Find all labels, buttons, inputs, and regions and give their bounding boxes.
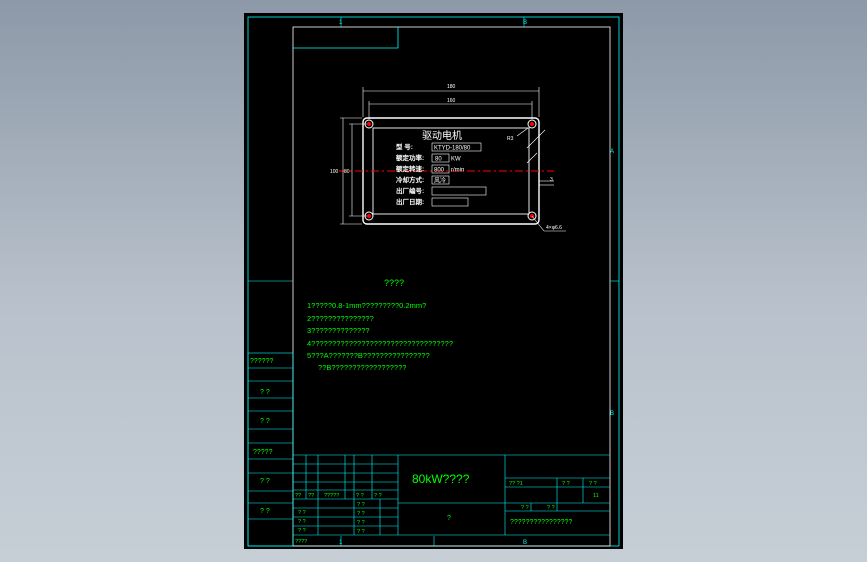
plate-row-value-3: 800 <box>434 168 445 174</box>
drawing-sheet: 1 B A B 1 B ?????? ? ? ? ? ????? ? ? ? ? <box>247 16 620 547</box>
plate-value-box-6 <box>431 197 469 207</box>
dim-inner-width: 160 <box>447 98 456 104</box>
signature-label: ? ? <box>357 511 365 517</box>
revision-cell: ?? <box>308 493 314 499</box>
top-left-tab <box>293 27 399 49</box>
cad-viewport[interactable]: 1 B A B 1 B ?????? ? ? ? ? ????? ? ? ? ? <box>244 13 623 549</box>
plate-row-label-1: 型 号: <box>396 142 413 151</box>
plate-row-label-4: 冷却方式: <box>396 175 424 184</box>
signature-label: ? ? <box>357 520 365 526</box>
dim-overall-width: 180 <box>447 84 456 90</box>
mounting-holes <box>364 119 537 221</box>
plate-row-value-1: KTYD-180/80 <box>434 146 471 152</box>
signature-label: ? ? <box>357 502 365 508</box>
side-label-4: ????? <box>253 449 273 456</box>
dim-holes: 4×φ6.6 <box>546 225 562 231</box>
dim-corner-radius: R3 <box>507 136 514 142</box>
revision-cell: ?? <box>295 493 301 499</box>
revision-cell: ? ? <box>356 493 364 499</box>
scale-value-3: 11 <box>593 493 599 499</box>
plate-row-unit-3: r/min <box>451 168 464 174</box>
signature-label: ? ? <box>298 528 306 534</box>
signature-label: ? ? <box>298 510 306 516</box>
signature-label: ? ? <box>357 529 365 535</box>
zone-right-1: A <box>610 149 614 155</box>
side-label-1: ?????? <box>250 358 273 365</box>
zone-bottom-1: 1 <box>339 540 343 546</box>
nameplate-drawing[interactable]: 180 160 100 80 R3 3 4×φ6.6 驱动电机 型 号: KTY… <box>330 84 566 232</box>
plate-value-box-3 <box>431 164 450 174</box>
plate-rows: 型 号: KTYD-180/80 额定功率: 80 KW 额定转速: 800 r… <box>396 142 487 207</box>
left-side-strip <box>247 352 294 547</box>
side-label-3: ? ? <box>260 418 270 425</box>
plate-row-value-2: 80 <box>435 157 442 163</box>
plate-value-box-5 <box>431 186 487 196</box>
plate-row-label-2: 额定功率: <box>396 153 424 162</box>
plate-value-box-1 <box>431 142 482 152</box>
plate-row-label-6: 出厂日期: <box>396 197 424 206</box>
technical-notes[interactable]: ???? 1?????0.8-1mm?????????0.2mm? 2?????… <box>307 278 453 372</box>
plate-row-label-5: 出厂编号: <box>396 186 424 195</box>
note-line-6: ??B?????????????????? <box>318 363 406 372</box>
note-line-1: 1?????0.8-1mm?????????0.2mm? <box>307 301 426 310</box>
dim-overall-height: 100 <box>330 169 339 175</box>
plate-row-value-4: 风冷 <box>434 177 446 185</box>
side-label-2: ? ? <box>260 389 270 396</box>
plate-title: 驱动电机 <box>422 129 462 142</box>
side-label-5: ? ? <box>260 478 270 485</box>
plate-row-label-3: 额定转速: <box>396 164 424 173</box>
zone-top-2: B <box>523 20 527 26</box>
company-name: ???????????????? <box>510 519 572 526</box>
inner-border <box>292 26 611 547</box>
note-line-5: 5???A???????B???????????????? <box>307 351 430 360</box>
side-label-6: ? ? <box>260 508 270 515</box>
scale-header-1: ?? ?1 <box>509 481 523 487</box>
zone-top-1: 1 <box>339 20 343 26</box>
plate-value-box-2 <box>431 153 450 163</box>
zone-right-2: B <box>610 411 614 417</box>
outer-border <box>247 16 620 547</box>
plate-row-unit-2: KW <box>451 157 461 163</box>
title-block[interactable]: 80kW???? ? ???????????????? ?? ?1 ? ? ? … <box>293 454 610 545</box>
dimension-lines <box>340 87 566 232</box>
material-label: ? <box>447 515 451 522</box>
signature-label: ? ? <box>298 519 306 525</box>
drawing-title: 80kW???? <box>412 472 470 486</box>
note-line-4: 4?????????????????????????????????? <box>307 339 453 348</box>
notes-heading: ???? <box>384 278 404 288</box>
note-line-3: 3?????????????? <box>307 326 370 335</box>
dim-thickness: 3 <box>550 177 553 183</box>
zone-bottom-2: B <box>523 540 527 546</box>
sheet-label-1: ? ? <box>521 505 529 511</box>
revision-cell: ? ? <box>374 493 382 499</box>
signature-label: ???? <box>295 539 307 545</box>
plate-value-box-4 <box>431 175 450 185</box>
scale-header-3: ? ? <box>589 481 597 487</box>
note-line-2: 2??????????????? <box>307 314 374 323</box>
scale-header-2: ? ? <box>562 481 570 487</box>
dim-inner-height: 80 <box>344 169 350 175</box>
sheet-label-2: ? ? <box>547 505 555 511</box>
revision-cell: ????? <box>324 493 339 499</box>
